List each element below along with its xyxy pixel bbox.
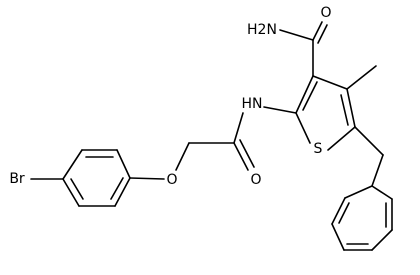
bond-c5-s — [327, 126, 356, 151]
bond-ph2-c — [62, 149, 83, 180]
bond-camide-n — [279, 29, 314, 41]
bond-ph2-a — [116, 149, 131, 179]
bond-ph1-f — [331, 197, 346, 225]
bond-ph1-g — [344, 185, 373, 199]
bond-ph1-c — [371, 229, 393, 251]
bond-ph2-inner-2 — [70, 178, 84, 200]
bond-c2-c3 — [295, 75, 314, 114]
bond-camide-o-2 — [317, 24, 328, 44]
ether-o-label: O — [166, 172, 177, 188]
bond-ph1-a — [371, 185, 393, 200]
amide-n-label: H2N — [247, 22, 277, 38]
bromine-label: Br — [9, 171, 25, 187]
bond-c2-c3-inner — [302, 81, 318, 111]
bond-cco-o-1 — [233, 142, 249, 171]
bond-cco-o-2 — [239, 139, 255, 168]
bond-o-aryl — [129, 177, 165, 180]
bond-ph2-f — [114, 177, 131, 207]
bond-ch2-o — [175, 142, 190, 171]
bond-c4-methyl — [346, 65, 377, 90]
sulfur-label: S — [314, 141, 323, 157]
nh-label: HN — [242, 96, 263, 112]
bond-c4-c5 — [346, 88, 356, 128]
bond-c4-c5-inner — [340, 94, 349, 126]
bond-c3-c4 — [312, 75, 348, 90]
bond-ph1-e — [331, 223, 345, 251]
carbonyl-o-label: O — [250, 172, 261, 188]
bond-c5-ch2 — [354, 126, 384, 156]
bond-nh-cco — [233, 112, 244, 144]
bond-layer — [30, 21, 393, 251]
bond-ph2-inner-3 — [110, 177, 124, 200]
amide-o-label: O — [320, 5, 331, 21]
atom-label-layer: H2N O HN S O O Br — [9, 5, 331, 188]
bond-ph1-inner-3 — [338, 202, 350, 224]
bond-c2-nh — [263, 106, 297, 114]
bond-camide-o-1 — [312, 21, 323, 41]
bond-ph2-d — [62, 178, 80, 207]
bond-ch2-phenyl — [371, 154, 384, 187]
bond-s-c2 — [295, 112, 311, 144]
